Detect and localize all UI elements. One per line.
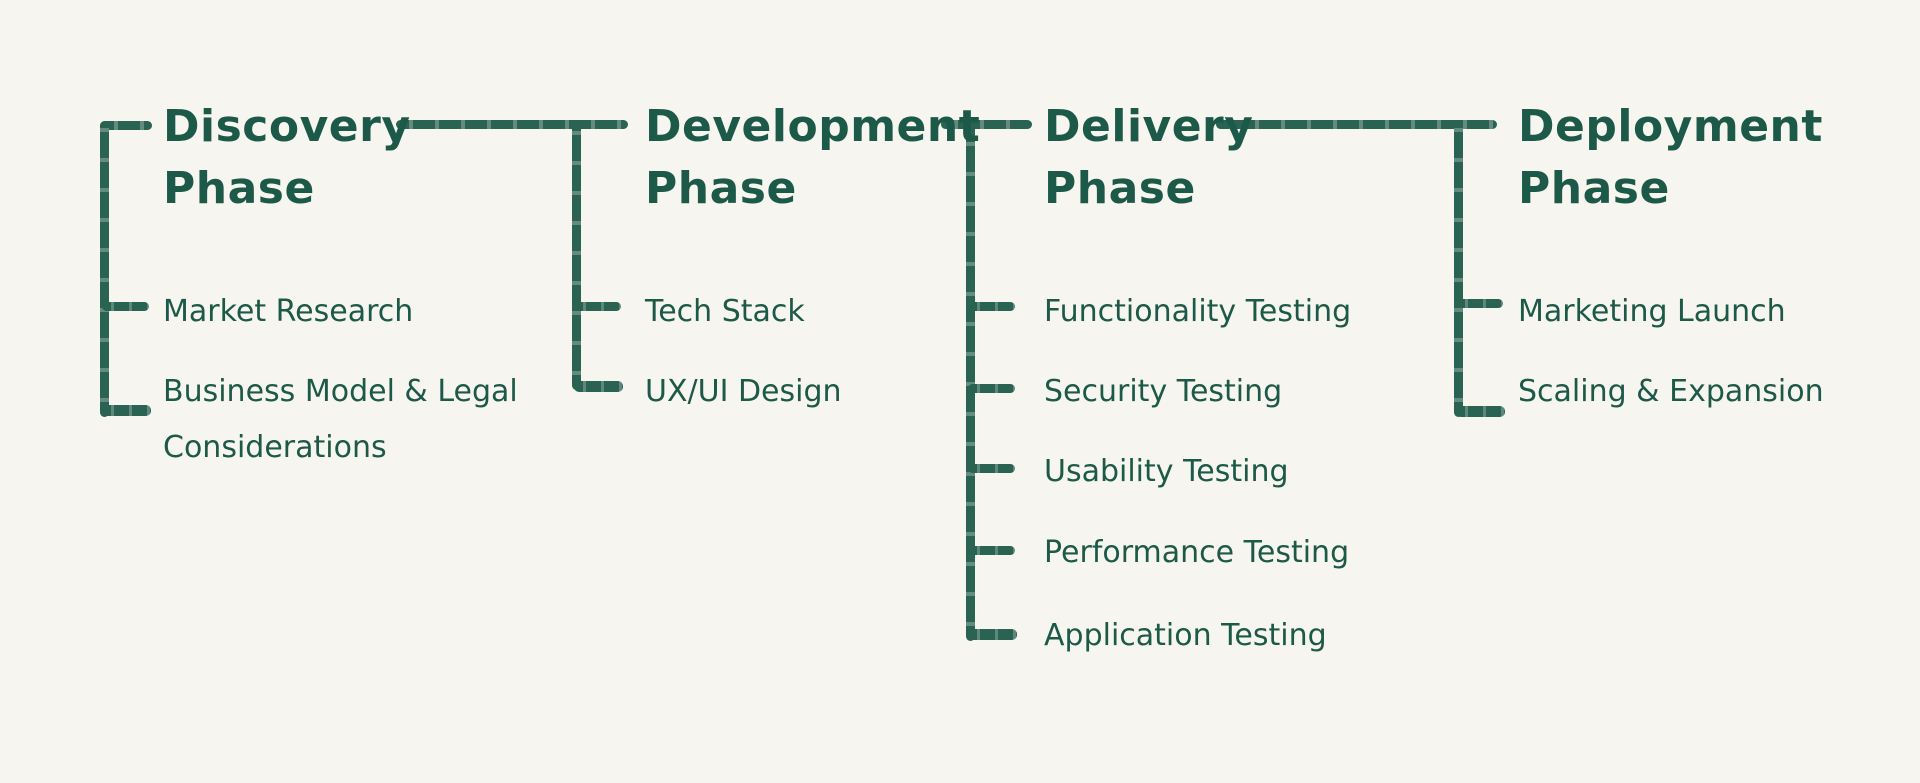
tick-marketing-launch <box>1456 299 1503 308</box>
branch-line-development <box>572 124 581 390</box>
phase-item: Marketing Launch <box>1518 294 1786 329</box>
connector-development-to-delivery <box>941 120 1032 129</box>
phase-title-delivery: Delivery Phase <box>1044 101 1254 214</box>
phase-item: Performance Testing <box>1044 535 1350 570</box>
branch-line-discovery <box>100 121 109 417</box>
phase-item: Usability Testing <box>1044 454 1289 489</box>
phase-item: Tech Stack <box>645 294 805 329</box>
phase-title-discovery: Discovery Phase <box>163 101 411 214</box>
phase-title-deployment: Deployment Phase <box>1518 101 1823 214</box>
tick-usability-testing <box>968 464 1015 473</box>
tick-uxui-design <box>574 381 623 392</box>
tick-security-testing <box>968 384 1015 393</box>
connector-discovery-to-development <box>396 120 628 129</box>
connector-delivery-to-deployment <box>1216 120 1497 129</box>
tick-scaling-expansion <box>1456 406 1505 417</box>
phase-item: Market Research <box>163 294 414 329</box>
phase-item: Business Model & Legal Considerations <box>163 374 518 465</box>
tick-functionality-testing <box>968 302 1015 311</box>
branch-line-delivery <box>966 117 975 641</box>
phase-title-development: Development Phase <box>645 101 981 214</box>
tick-performance-testing <box>968 546 1015 555</box>
phase-item: Scaling & Expansion <box>1518 374 1824 409</box>
tick-business-model <box>102 405 151 416</box>
tick-market-research <box>102 302 149 311</box>
phase-item: Application Testing <box>1044 618 1327 653</box>
branch-line-deployment <box>1454 124 1463 417</box>
tick-tech-stack <box>574 302 621 311</box>
tick-application-testing <box>968 629 1017 640</box>
connector-discovery-elbow <box>101 121 152 130</box>
phase-item: Security Testing <box>1044 374 1283 409</box>
phase-item: Functionality Testing <box>1044 294 1352 329</box>
phase-item: UX/UI Design <box>645 374 842 409</box>
